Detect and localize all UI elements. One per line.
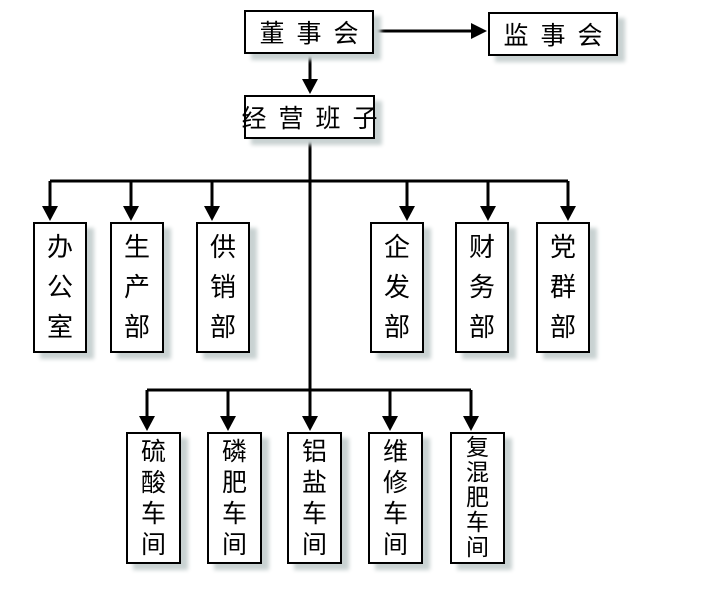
node-board-of-directors: 董事会: [244, 10, 374, 54]
node-dept-party-mass: 党 群 部: [536, 222, 590, 353]
node-management-team: 经营班子: [242, 95, 378, 139]
node-supervisory-board: 监事会: [488, 12, 618, 56]
node-dept-supply-sales: 供 销 部: [196, 222, 250, 353]
node-workshop-maintenance: 维 修 车 间: [368, 432, 423, 564]
node-dept-enterprise-development: 企 发 部: [370, 222, 424, 353]
node-dept-office: 办 公 室: [33, 222, 87, 353]
node-workshop-sulfuric-acid: 硫 酸 车 间: [126, 432, 181, 564]
node-dept-production: 生 产 部: [110, 222, 164, 353]
node-dept-finance: 财 务 部: [455, 222, 509, 353]
node-workshop-aluminum-salt: 铝 盐 车 间: [287, 432, 342, 564]
arrowheads: [42, 23, 576, 431]
node-workshop-phosphate-fertilizer: 磷 肥 车 间: [207, 432, 262, 564]
node-workshop-compound-fertilizer: 复 混 肥 车 间: [450, 432, 505, 564]
